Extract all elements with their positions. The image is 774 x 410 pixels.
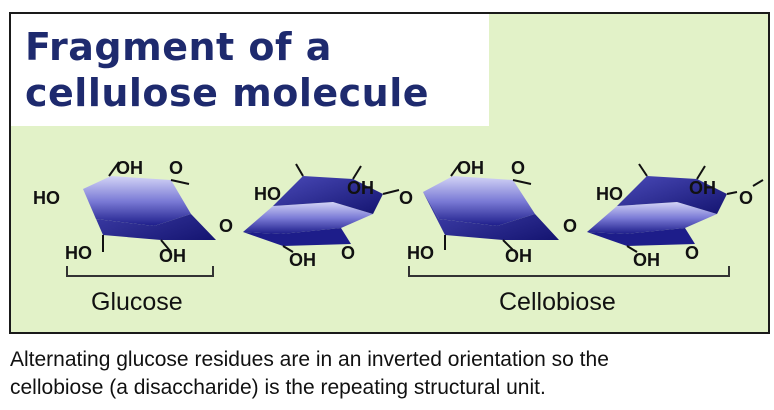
- ring-4-top-left-label: HO: [596, 184, 623, 204]
- ring-2-top-right-label: OH: [347, 178, 374, 198]
- ring-4-bond-top-left: [638, 163, 648, 177]
- ring-3-bottom-right-label: OH: [505, 246, 532, 266]
- diagram-title: Fragment of a cellulose molecule: [25, 24, 429, 116]
- title-line-2: cellulose molecule: [25, 71, 430, 115]
- glucose-ring-2: HO OH OH O: [243, 163, 400, 270]
- ring-2-bond-right: [382, 189, 400, 195]
- ring-4-ring-oxygen-label: O: [685, 243, 699, 263]
- ring-3-bond-bottom-right: [502, 239, 514, 251]
- ring-2-bond-top-right: [352, 165, 362, 180]
- ring-3-bond-top-left: [450, 161, 462, 177]
- ring-1-edge: [83, 189, 216, 240]
- ring-4-bond-right: [726, 191, 738, 195]
- glycosidic-oxygen-2: O: [399, 188, 413, 208]
- glucose-ring-3: OH O HO OH: [407, 158, 559, 266]
- cellobiose-label: Cellobiose: [499, 288, 616, 316]
- ring-2-bottom-left-label: OH: [289, 250, 316, 270]
- caption-line-1: Alternating glucose residues are in an i…: [10, 348, 609, 371]
- ring-2-top-face: [243, 202, 373, 234]
- ring-4-bond-top-right: [696, 165, 706, 180]
- ring-2-top-left-label: HO: [254, 184, 281, 204]
- ring-4-top-face: [587, 202, 717, 234]
- ring-1-ring-oxygen-label: O: [169, 158, 183, 178]
- ring-4-bottom-left-label: OH: [633, 250, 660, 270]
- ring-4-top-right-label: OH: [689, 178, 716, 198]
- figure-caption: Alternating glucose residues are in an i…: [10, 346, 772, 402]
- glucose-bracket: [66, 266, 214, 277]
- cellulose-structure-diagram: HO OH O HO OH O HO OH OH O O: [33, 158, 764, 316]
- ring-1-top-face: [83, 176, 191, 226]
- title-line-1: Fragment of a: [25, 25, 332, 69]
- caption-line-2: cellobiose (a disaccharide) is the repea…: [10, 376, 546, 399]
- diagram-panel: Fragment of a cellulose molecule HO: [9, 12, 770, 334]
- glycosidic-oxygen-3: O: [563, 216, 577, 236]
- ring-3-bottom-left-label: HO: [407, 243, 434, 263]
- glycosidic-oxygen-4: O: [739, 188, 753, 208]
- title-box: Fragment of a cellulose molecule: [11, 14, 489, 126]
- glycosidic-oxygen-1: O: [219, 216, 233, 236]
- ring-1-bond-bottom-right: [160, 239, 172, 253]
- ring-2-edge: [273, 176, 383, 214]
- ring-1-bottom-right-label: OH: [159, 246, 186, 266]
- ring-4-lower-edge: [587, 228, 695, 246]
- ring-3-top-face: [423, 176, 535, 226]
- ring-3-bond-o-right: [512, 179, 532, 185]
- ring-1-bottom-left-label: HO: [65, 243, 92, 263]
- glucose-ring-1: HO OH O HO OH: [33, 158, 216, 266]
- ring-3-ring-oxygen-label: O: [511, 158, 525, 178]
- ring-1-top-right-label: OH: [116, 158, 143, 178]
- ring-1-bond-o-right: [170, 179, 190, 185]
- cellobiose-bracket: [408, 266, 730, 277]
- glucose-ring-4: HO OH OH O: [587, 163, 764, 270]
- ring-1-top-left-label: HO: [33, 188, 60, 208]
- ring-4-bond-bottom: [626, 245, 638, 253]
- ring-2-bond-top-left: [295, 163, 304, 177]
- terminal-bond: [752, 179, 764, 187]
- ring-3-top-left-label: OH: [457, 158, 484, 178]
- ring-3-edge: [423, 192, 559, 240]
- glucose-label: Glucose: [91, 288, 183, 316]
- ring-4-edge: [617, 176, 727, 214]
- ring-2-bond-bottom: [282, 245, 294, 253]
- ring-2-lower-edge: [243, 228, 351, 246]
- ring-1-bond-top-left: [108, 161, 120, 177]
- ring-2-ring-oxygen-label: O: [341, 243, 355, 263]
